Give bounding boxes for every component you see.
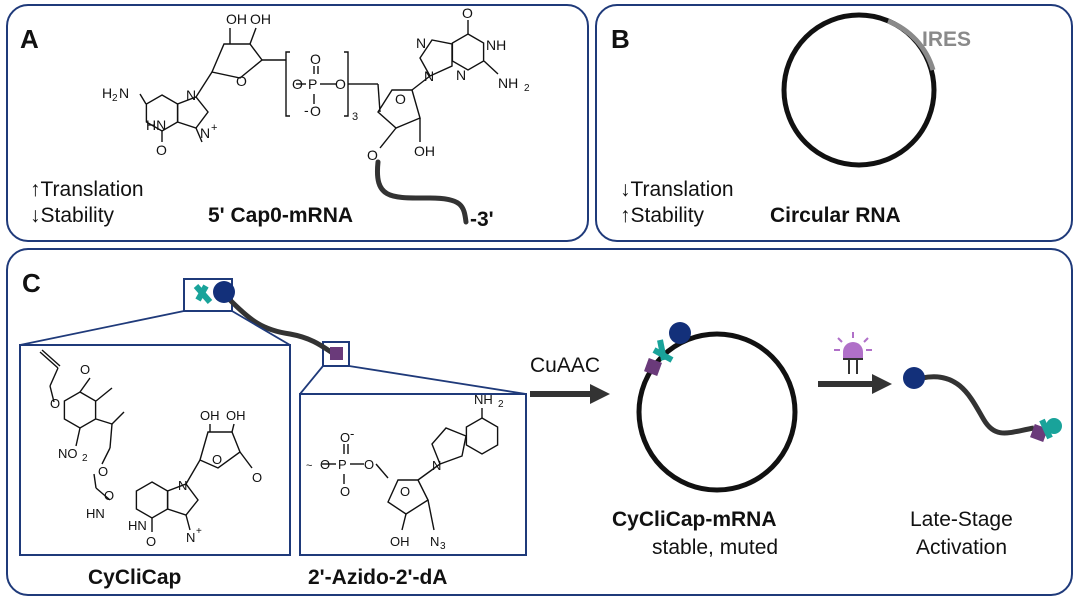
ires-label: IRES xyxy=(922,28,971,51)
atom-plus: + xyxy=(211,122,217,134)
activation-arrow xyxy=(818,374,892,394)
panel-a-trend-translation: ↑Translation xyxy=(30,178,144,201)
panel-b-title: Circular RNA xyxy=(770,204,901,227)
atom-bracket-sub: 3 xyxy=(352,111,358,123)
atom-n-methyl: N xyxy=(200,125,210,141)
atom-n-7b: N xyxy=(416,35,426,51)
azido-da-label: 2'-Azido-2'-dA xyxy=(308,566,447,589)
cc-atom-n-9: N xyxy=(178,478,187,493)
az-atom-n3-sub: 3 xyxy=(440,541,446,552)
az-atom-p: P xyxy=(338,457,347,472)
panel-a: A xyxy=(6,4,589,242)
mrna-tail-a xyxy=(374,159,469,225)
az-atom-minus: - xyxy=(350,426,354,441)
cc-atom-o-5prime: O xyxy=(252,470,262,485)
cc-atom-hn-ring: HN xyxy=(128,518,147,533)
az-atom-n3: N xyxy=(430,534,439,549)
activation-label-line2: Activation xyxy=(916,536,1007,559)
az-atom-nh2: NH xyxy=(474,392,493,407)
atom-nh2: NH xyxy=(498,75,518,91)
product-title: CyCliCap-mRNA xyxy=(612,508,777,531)
atom-oh-1: OH xyxy=(226,11,247,27)
cc-atom-no2: NO xyxy=(58,446,78,461)
cap0-structure xyxy=(139,20,499,149)
light-icon xyxy=(834,332,872,374)
atom-oh-2: OH xyxy=(250,11,271,27)
azido-da-structure xyxy=(322,408,499,531)
panel-a-3prime-label: -3' xyxy=(470,208,494,231)
cc-atom-o-carbamate-2: O xyxy=(104,488,114,503)
panel-a-trend-stability: ↓Stability xyxy=(30,204,115,227)
cc-atom-o-carbamate-1: O xyxy=(98,464,108,479)
cyclicap-mrna-circle xyxy=(636,322,798,493)
linear-mrna-with-cap xyxy=(19,278,527,395)
panel-b-trend-stability: ↑Stability xyxy=(620,204,705,227)
az-atom-nh2-sub: 2 xyxy=(498,399,504,410)
panel-b-trend-translation: ↓Translation xyxy=(620,178,734,201)
panel-c-letter: C xyxy=(22,268,41,298)
cyclicap-atom-labels: O O NO 2 O O HN HN O N + N OH OH O O xyxy=(50,362,262,549)
cyclicap-structure-box xyxy=(19,344,291,556)
az-atom-o-bottom: O xyxy=(340,484,350,499)
atom-o-3prime: O xyxy=(367,147,378,163)
atom-o-minus: O xyxy=(310,103,321,119)
cc-atom-o-ring: O xyxy=(212,452,222,467)
atom-p: P xyxy=(308,76,317,92)
product-subtitle: stable, muted xyxy=(652,536,778,559)
cc-atom-plus: + xyxy=(196,526,202,537)
ires-arc xyxy=(887,18,936,71)
cc-atom-o-carbonyl: O xyxy=(146,534,156,549)
atom-hn-1: HN xyxy=(146,117,166,133)
cuaac-arrow xyxy=(530,384,610,404)
atom-o-carbonyl-1: O xyxy=(156,142,167,158)
atom-nh-2: NH xyxy=(486,37,506,53)
atom-h2n: H xyxy=(102,85,112,101)
az-atom-oh: OH xyxy=(390,534,410,549)
cc-atom-o-methoxy: O xyxy=(80,362,90,377)
cuaac-label: CuAAC xyxy=(530,354,600,377)
atom-o-double: O xyxy=(310,51,321,67)
atom-n-3b: N xyxy=(456,67,466,83)
cap0-atom-labels: OH OH O H 2 N HN O N + N O P O - O 3 O O… xyxy=(102,5,530,163)
atom-oh-3: OH xyxy=(414,143,435,159)
atom-n-9b: N xyxy=(424,68,434,84)
atom-n-9: N xyxy=(186,87,196,103)
cc-atom-o-propargyl: O xyxy=(50,396,60,411)
cc-atom-oh-1: OH xyxy=(200,408,220,423)
atom-o-ring-1: O xyxy=(236,73,247,89)
az-atom-o-ring: O xyxy=(400,484,410,499)
azido-da-structure-box xyxy=(299,393,527,556)
atom-h2n-sub: 2 xyxy=(112,93,118,104)
activated-mrna xyxy=(903,367,1062,442)
panel-a-letter: A xyxy=(20,24,39,54)
panel-a-title: 5' Cap0-mRNA xyxy=(208,204,353,227)
atom-h2n-n: N xyxy=(119,85,129,101)
circular-rna-ring xyxy=(781,12,937,168)
atom-nh2-sub: 2 xyxy=(524,83,530,94)
cyclicap-label: CyCliCap xyxy=(88,566,181,589)
cc-atom-oh-2: OH xyxy=(226,408,246,423)
atom-o-carbonyl-2: O xyxy=(462,5,473,21)
azido-da-atom-labels: ~ O P O - O O O OH N 3 N NH 2 xyxy=(306,392,504,552)
activation-label-line1: Late-Stage xyxy=(910,508,1013,531)
cc-atom-no2-sub: 2 xyxy=(82,453,88,464)
az-atom-o-link: O xyxy=(320,457,330,472)
cc-atom-hn: HN xyxy=(86,506,105,521)
az-atom-o-top: O xyxy=(340,430,350,445)
panel-b-letter: B xyxy=(611,24,630,54)
panel-b: B xyxy=(595,4,1073,242)
az-atom-n-9: N xyxy=(432,458,441,473)
atom-o-ring-2: O xyxy=(395,91,406,107)
atom-o-link-2: O xyxy=(335,76,346,92)
svg-text:~: ~ xyxy=(306,460,312,472)
atom-o-link-1: O xyxy=(292,76,303,92)
az-atom-o-5prime: O xyxy=(364,457,374,472)
cyclicap-structure xyxy=(39,349,253,532)
atom-minus: - xyxy=(304,102,309,118)
cc-atom-n-methyl: N xyxy=(186,530,195,545)
